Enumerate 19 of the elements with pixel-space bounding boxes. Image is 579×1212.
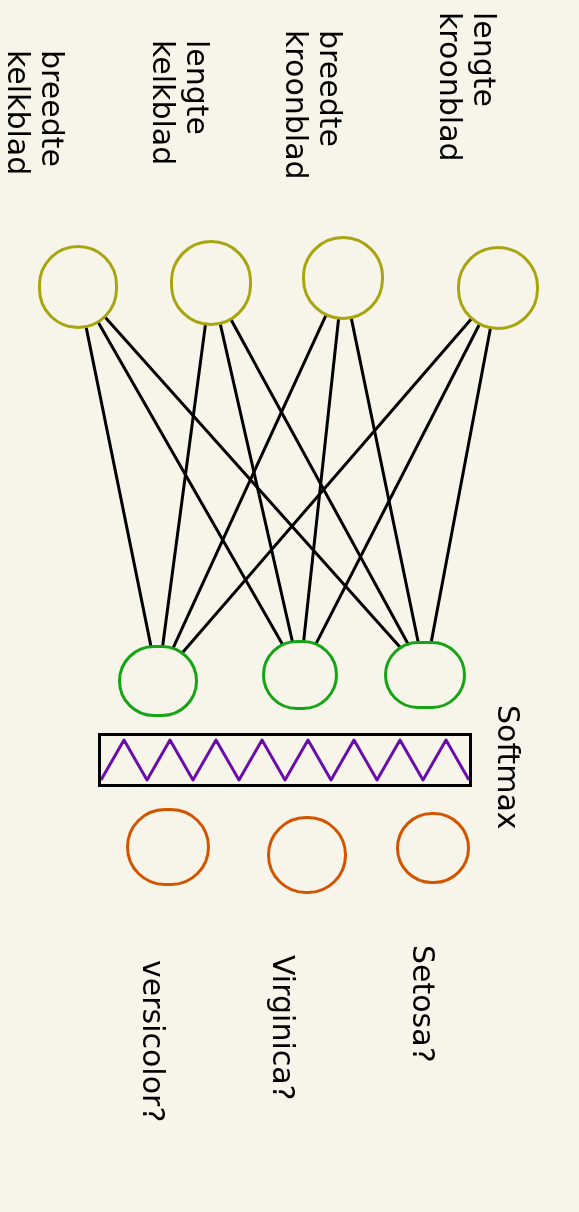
node-label: Softmax (490, 705, 525, 832)
connection-line (97, 321, 284, 646)
node-label: breedte kelkblad (0, 50, 69, 178)
node-label: Virginica? (265, 955, 300, 1103)
node-label: lengte kelkblad (145, 40, 214, 168)
connection-line (219, 323, 294, 643)
connection-line (314, 323, 481, 645)
connection-line (429, 327, 492, 643)
node-label: breedte kroonblad (278, 30, 347, 182)
connection-line (302, 318, 340, 642)
connection-line (103, 316, 403, 650)
connection-line (171, 314, 328, 650)
node-label: Setosa? (405, 945, 440, 1065)
connection-line (350, 317, 420, 643)
node-label: versicolor? (135, 960, 170, 1125)
node-label: lengte kroonblad (432, 12, 501, 164)
connection-line (84, 326, 153, 648)
connection-line (181, 317, 473, 655)
connection-line (161, 324, 207, 647)
